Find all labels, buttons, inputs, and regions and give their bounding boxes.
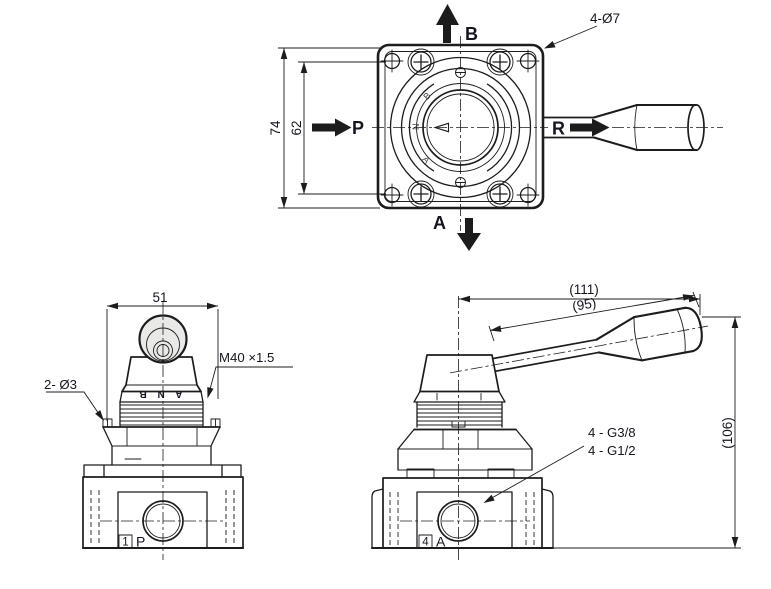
port-number: 4 [422, 537, 429, 549]
port-thread-callout: 4 - G3/8 4 - G1/2 [483, 425, 636, 503]
port-marking-4a: 4 A [418, 534, 446, 550]
holes-callout-text: 4-Ø7 [590, 11, 620, 26]
flow-arrow-b-icon [436, 4, 459, 43]
dim-74: 74 [268, 47, 380, 209]
dim-51-text: 51 [152, 290, 167, 305]
port-thread-option-2: 4 - G1/2 [588, 443, 636, 458]
shoulder [397, 428, 533, 471]
mounting-holes [380, 49, 540, 207]
port-r-label: R [552, 119, 565, 139]
side-view: 4 A (111) (95) (106) [370, 282, 741, 560]
phillips-screw [407, 48, 435, 76]
port-a-label: A [433, 213, 446, 233]
dial-band [119, 390, 204, 403]
port-panel [416, 491, 513, 549]
holes-callout: 4-Ø7 [544, 11, 620, 49]
dim-62: 62 [289, 61, 386, 195]
dial-band-text: A N B [136, 388, 183, 399]
valve-body [370, 477, 555, 550]
dim-51: 51 [106, 290, 219, 421]
dim-95: (95) [488, 291, 700, 342]
dial-position-n: N [411, 124, 421, 131]
lever-shaft [542, 116, 595, 139]
dim-74-text: 74 [268, 120, 283, 136]
pins-callout-text: 2- Ø3 [44, 377, 77, 392]
lever-top [542, 103, 705, 152]
phillips-screw [407, 180, 435, 208]
hidden-bolt-lines [90, 490, 235, 545]
lever-grip [635, 103, 698, 152]
dim-62-text: 62 [289, 120, 304, 135]
lever-axis-centerline [450, 325, 708, 374]
dim-106-text: (106) [720, 417, 735, 449]
hidden-bolt-lines [389, 492, 535, 545]
pins-callout: 2- Ø3 [44, 377, 104, 421]
flow-arrow-p-icon [312, 118, 352, 137]
lever-grip [633, 306, 695, 362]
dial-position-b: B [421, 90, 432, 101]
port-marking-1p: 1 P [118, 534, 145, 550]
dial-position-a: A [421, 154, 432, 165]
cone [419, 354, 500, 393]
port-number: 1 [122, 537, 128, 549]
flow-arrow-a-icon [457, 218, 481, 251]
dim-111-text: (111) [569, 282, 599, 297]
thread-callout: M40 ×1.5 [207, 350, 293, 399]
dial-band [413, 390, 506, 403]
flow-arrow-r-icon [570, 118, 610, 137]
phillips-screw [486, 180, 514, 208]
port-p-label: P [352, 118, 364, 138]
thread-collar [119, 401, 204, 428]
port-letter: P [136, 534, 145, 550]
thread-collar [416, 401, 503, 428]
phillips-screw [486, 48, 514, 76]
valve-body [81, 464, 245, 550]
dim-106: (106) [546, 316, 741, 549]
thread-callout-text: M40 ×1.5 [219, 350, 274, 365]
top-view: B N A B A P R 4-Ø7 [268, 4, 723, 251]
phillips-screws [407, 48, 514, 208]
dim-111: (111) [458, 282, 701, 315]
port-b-label: B [465, 24, 478, 44]
port-thread-option-1: 4 - G3/8 [588, 425, 636, 440]
shoulder [102, 426, 221, 466]
dim-95-text: (95) [571, 295, 597, 314]
front-view: A N B [44, 290, 293, 560]
port-letter: A [436, 534, 446, 550]
port-panel [117, 491, 208, 549]
